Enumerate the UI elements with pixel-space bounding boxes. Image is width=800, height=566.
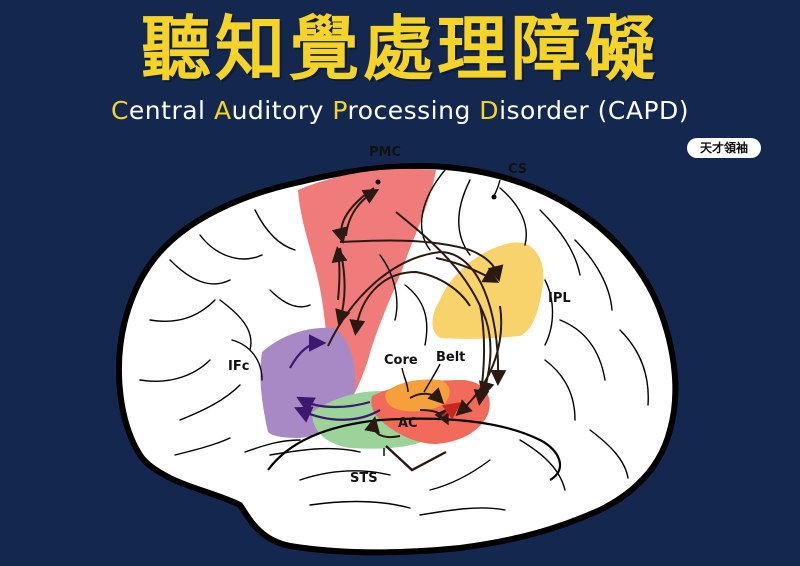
subtitle-rest-p: rocessing bbox=[347, 96, 480, 125]
label-ac: AC bbox=[398, 416, 418, 431]
page-subtitle: Central Auditory Processing Disorder (CA… bbox=[0, 96, 800, 125]
subtitle-rest-c: entral bbox=[128, 96, 214, 125]
purple-arrows bbox=[289, 334, 381, 423]
brand-badge: 天才領袖 bbox=[687, 138, 761, 158]
page-title: 聽知覺處理障礙 bbox=[141, 8, 659, 90]
label-ipl: IPL bbox=[548, 291, 571, 306]
subtitle-rest-a: uditory bbox=[231, 96, 333, 125]
subtitle-rest-d: isorder (CAPD) bbox=[499, 96, 690, 125]
subtitle-cap-p: P bbox=[332, 96, 348, 125]
subtitle-cap-c: C bbox=[110, 96, 129, 125]
ipl-region bbox=[432, 242, 544, 339]
subtitle-cap-d: D bbox=[479, 96, 500, 125]
label-core: Core bbox=[384, 353, 418, 368]
label-pmc: PMC bbox=[369, 145, 401, 160]
label-sts: STS bbox=[350, 471, 378, 486]
label-cs: CS bbox=[508, 162, 527, 177]
label-belt: Belt bbox=[436, 350, 465, 365]
gyri-lines bbox=[139, 169, 649, 516]
connection-arrows bbox=[327, 187, 507, 417]
subtitle-cap-a: A bbox=[213, 96, 232, 125]
label-ifc: IFc bbox=[228, 359, 249, 374]
